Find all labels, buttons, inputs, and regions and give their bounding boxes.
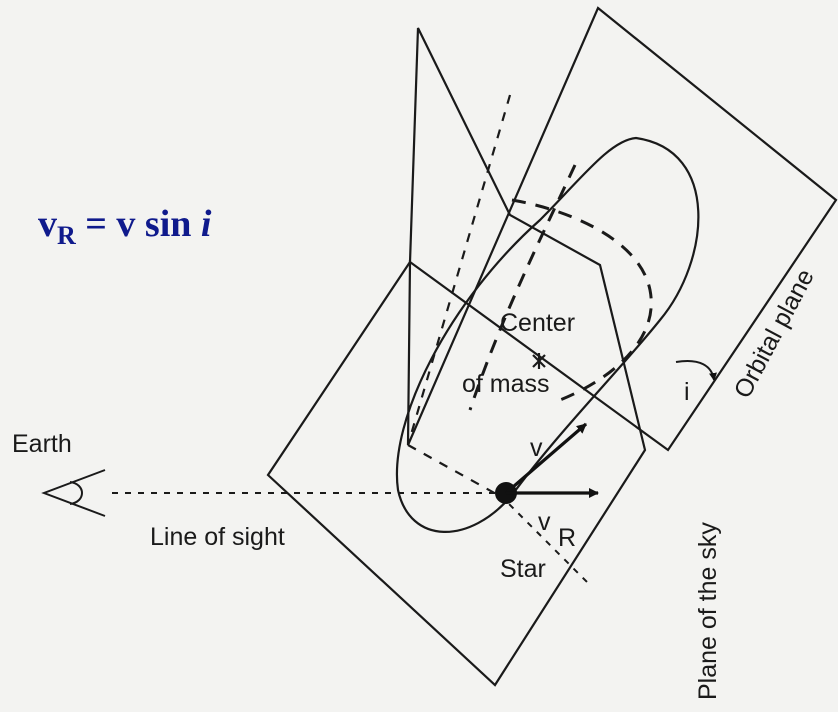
orbit-hidden [511,198,653,402]
inclination-arc [675,360,717,381]
formula-subscript-r: R [57,221,76,250]
hidden-orbit-projection [407,444,499,496]
star-to-r-dashed [499,494,591,586]
plane-of-sky-label: Plane of the sky [694,522,722,700]
radial-velocity-formula: vR = v sin i [38,202,211,251]
radial-velocity-label-v: v [538,508,551,536]
formula-v: v [38,203,57,245]
center-of-mass-label-2: of mass [462,370,550,398]
center-of-mass-label-1: Center [500,309,575,337]
line-of-sight-label: Line of sight [150,523,285,551]
formula-rest: = v sin [75,203,201,245]
inclination-label: i [684,378,690,406]
velocity-arrow [504,422,588,495]
orbital-plane-label: Orbital plane [729,265,820,403]
orbit-visible [395,136,700,533]
eye-icon [41,469,106,517]
sky-plane [266,27,647,687]
hidden-plane-edge [406,94,512,446]
earth-label: Earth [12,430,72,458]
formula-inclination: i [200,203,212,245]
velocity-label: v [530,434,543,462]
star-label: Star [500,555,546,583]
radial-velocity-label-r: R [558,524,576,552]
center-of-mass-marker [532,353,546,369]
dashed-arc [468,164,577,411]
